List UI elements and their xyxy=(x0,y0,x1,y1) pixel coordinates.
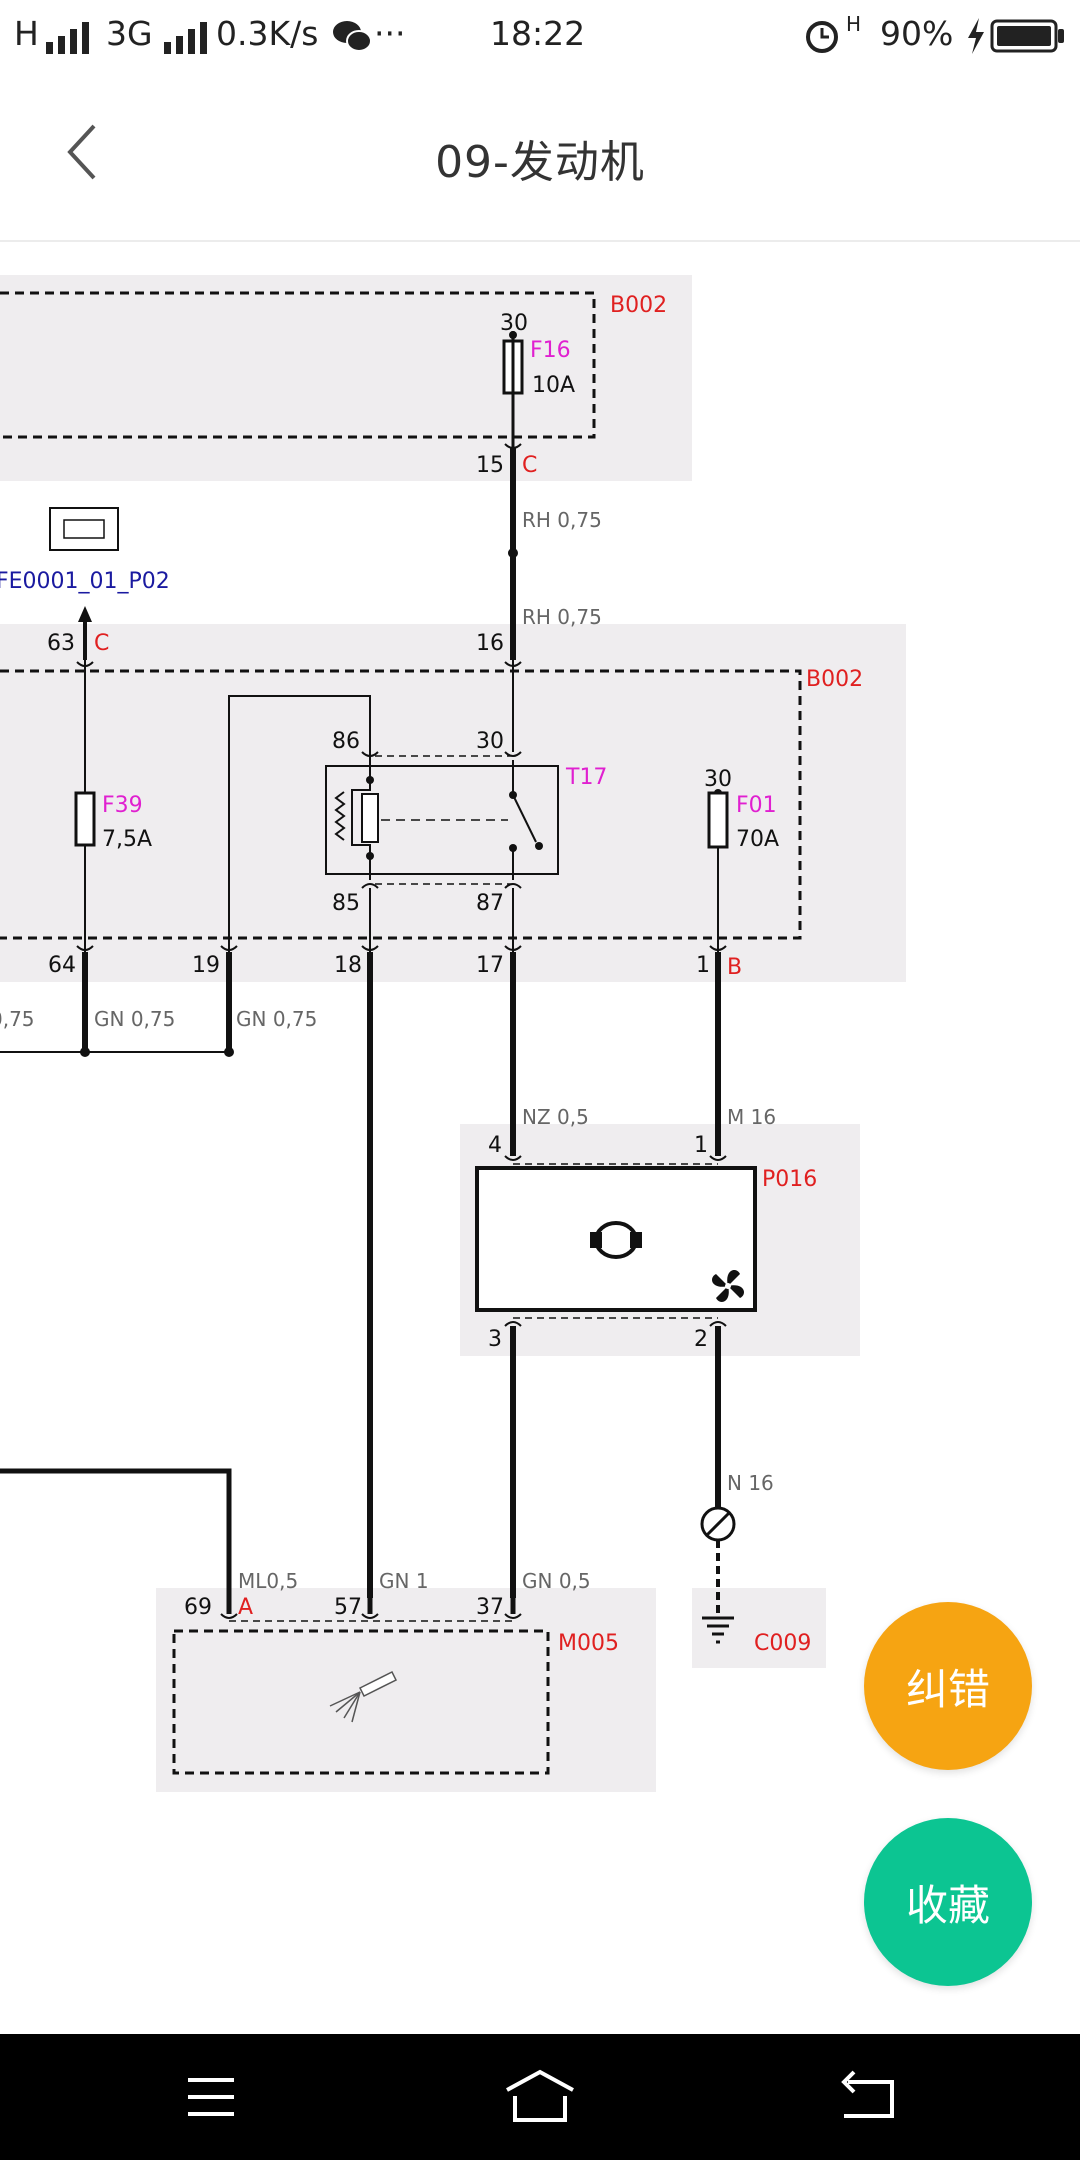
pin-p016-2: 2 xyxy=(694,1327,708,1352)
pin-f16-30: 30 xyxy=(500,311,528,336)
wire-label-ml: ML0,5 xyxy=(238,1569,298,1593)
battery-percent: 90% xyxy=(880,14,954,53)
pin-f01-30: 30 xyxy=(704,767,732,792)
wire-label-m16: M 16 xyxy=(727,1105,776,1129)
wiring-diagram: B002 B002 P016 M005 C009 C C B A F16 F39… xyxy=(0,275,906,1792)
motor-icon xyxy=(590,1221,642,1259)
b002-main-box xyxy=(0,669,802,940)
pin-c: C xyxy=(94,631,109,656)
wire-label-gn-64: GN 0,75 xyxy=(94,1007,175,1031)
panel-m005 xyxy=(156,1588,656,1792)
fuse-f39-symbol xyxy=(74,791,96,847)
relay-t17-box xyxy=(325,765,559,875)
back-button[interactable] xyxy=(48,112,128,192)
ecu-m005-box xyxy=(172,1629,550,1775)
ground-icon xyxy=(702,1616,734,1644)
rating-f39: 7,5A xyxy=(102,827,152,852)
pin-37: 37 xyxy=(476,1595,504,1620)
pin-69: 69 xyxy=(184,1595,212,1620)
pin-18: 18 xyxy=(334,953,362,978)
clock: 18:22 xyxy=(490,14,586,53)
rating-f16: 10A xyxy=(532,373,575,398)
label-b002-main: B002 xyxy=(806,667,863,692)
pin-p016-4: 4 xyxy=(488,1133,502,1158)
signal-icon-2 xyxy=(164,22,207,54)
ref-link[interactable]: FE0001_01_P02 xyxy=(0,569,170,594)
pin-87: 87 xyxy=(476,891,504,916)
wire-label-gn1: GN 1 xyxy=(379,1569,429,1593)
alarm-icon xyxy=(806,21,838,53)
fan-icon xyxy=(712,1270,744,1302)
return-icon xyxy=(841,2070,894,2118)
battery-icon xyxy=(990,19,1064,53)
wire-label-gn05: GN 0,5 xyxy=(522,1569,591,1593)
net-speed: 0.3K/s xyxy=(216,14,319,53)
pin-16: 16 xyxy=(476,631,504,656)
wire-label-gn-19: GN 0,75 xyxy=(236,1007,317,1031)
system-nav-bar xyxy=(0,2034,1080,2160)
home-button[interactable] xyxy=(495,2064,585,2130)
favorite-button[interactable]: 收藏 xyxy=(864,1818,1032,1986)
pin-15: 15 xyxy=(476,453,504,478)
pin-relay-30: 30 xyxy=(476,729,504,754)
wire-label-nz: NZ 0,5 xyxy=(522,1105,589,1129)
pin-63: 63 xyxy=(47,631,75,656)
rating-f01: 70A xyxy=(736,827,779,852)
page-title: 09-发动机 xyxy=(435,137,645,188)
chevron-left-icon xyxy=(67,124,96,180)
pin-86: 86 xyxy=(332,729,360,754)
pin-a: A xyxy=(238,1595,253,1620)
menu-button[interactable] xyxy=(166,2064,256,2130)
label-p016: P016 xyxy=(762,1167,817,1192)
network-type-2: 3G xyxy=(106,14,153,53)
home-icon xyxy=(506,2069,574,2122)
pin-b: B xyxy=(727,955,742,980)
b002-top-box xyxy=(0,291,596,439)
pin-17: 17 xyxy=(476,953,504,978)
wire-label-rh-top: RH 0,75 xyxy=(522,508,602,532)
pin-p016-1: 1 xyxy=(694,1133,708,1158)
battery-ref-icon xyxy=(49,507,119,551)
wire-label-rh-bottom: RH 0,75 xyxy=(522,605,602,629)
arrow-up-icon xyxy=(78,606,92,622)
pin-c-top: C xyxy=(522,453,537,478)
correct-button[interactable]: 纠错 xyxy=(864,1602,1032,1770)
panel-b002-top xyxy=(0,275,692,481)
relay-coil xyxy=(361,793,379,843)
wire-ml xyxy=(0,1468,232,1598)
wire-label-left: 0,75 xyxy=(0,1007,35,1031)
nav-header: 09-发动机 xyxy=(0,72,1080,242)
label-f39: F39 xyxy=(102,793,143,818)
signal-h-small: H xyxy=(846,12,862,36)
label-f16: F16 xyxy=(530,338,571,363)
label-c009: C009 xyxy=(754,1631,811,1656)
injector-icon xyxy=(329,1670,398,1723)
panel-c009 xyxy=(692,1588,826,1668)
pin-64: 64 xyxy=(48,953,76,978)
pin-p016-3: 3 xyxy=(488,1327,502,1352)
fuse-f01-symbol xyxy=(707,791,729,849)
label-m005: M005 xyxy=(558,1631,619,1656)
charging-icon xyxy=(968,18,984,54)
pin-57: 57 xyxy=(334,1595,362,1620)
more-notifications: ··· xyxy=(374,14,406,53)
signal-icon xyxy=(46,22,89,54)
label-f01: F01 xyxy=(736,793,777,818)
label-t17: T17 xyxy=(565,765,607,790)
pin-1: 1 xyxy=(696,953,710,978)
network-type: H xyxy=(14,14,39,53)
pin-19: 19 xyxy=(192,953,220,978)
status-bar: H 3G 0.3K/s ··· 18:22 H 90% xyxy=(0,0,1080,72)
label-b002-top: B002 xyxy=(610,293,667,318)
wire-label-n16: N 16 xyxy=(727,1471,774,1495)
menu-icon xyxy=(188,2078,234,2116)
back-nav-button[interactable] xyxy=(824,2064,914,2130)
wechat-icon xyxy=(333,21,372,52)
panel-b002-main xyxy=(0,624,906,982)
pin-85: 85 xyxy=(332,891,360,916)
